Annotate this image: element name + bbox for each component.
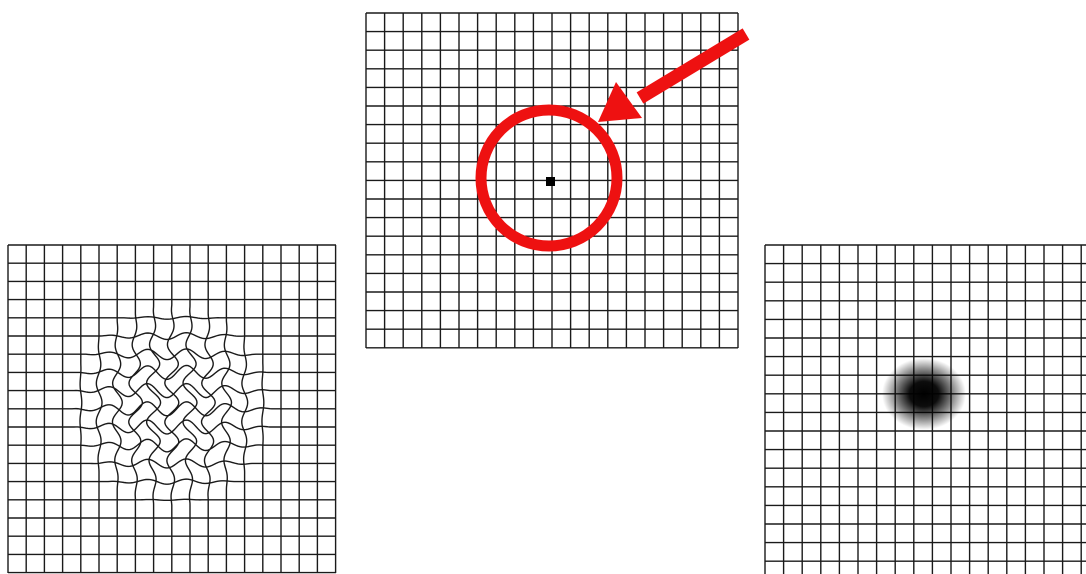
grid-line-horizontal-distorted bbox=[8, 459, 336, 468]
grid-line-horizontal-distorted bbox=[8, 384, 336, 398]
highlight-arrow-shaft bbox=[640, 34, 746, 98]
grid-line-horizontal-distorted bbox=[8, 402, 336, 416]
grid-line-vertical-distorted bbox=[147, 245, 161, 573]
central-scotoma-spot bbox=[882, 358, 966, 430]
distorted-amsler-grid bbox=[8, 245, 336, 573]
grid-line-horizontal-distorted bbox=[8, 479, 336, 484]
grid-line-horizontal-distorted bbox=[8, 420, 336, 434]
fixation-dot bbox=[546, 177, 555, 186]
grid-line-vertical-distorted bbox=[262, 245, 264, 573]
grid-line-horizontal-distorted bbox=[8, 439, 336, 452]
grid-line-vertical-distorted bbox=[242, 245, 248, 573]
grid-line-vertical-distorted bbox=[222, 245, 232, 573]
grid-line-horizontal-distorted bbox=[8, 499, 336, 500]
grid-line-vertical-distorted bbox=[202, 245, 216, 573]
grid-line-vertical-distorted bbox=[129, 245, 143, 573]
grid-line-vertical-distorted bbox=[183, 245, 197, 573]
